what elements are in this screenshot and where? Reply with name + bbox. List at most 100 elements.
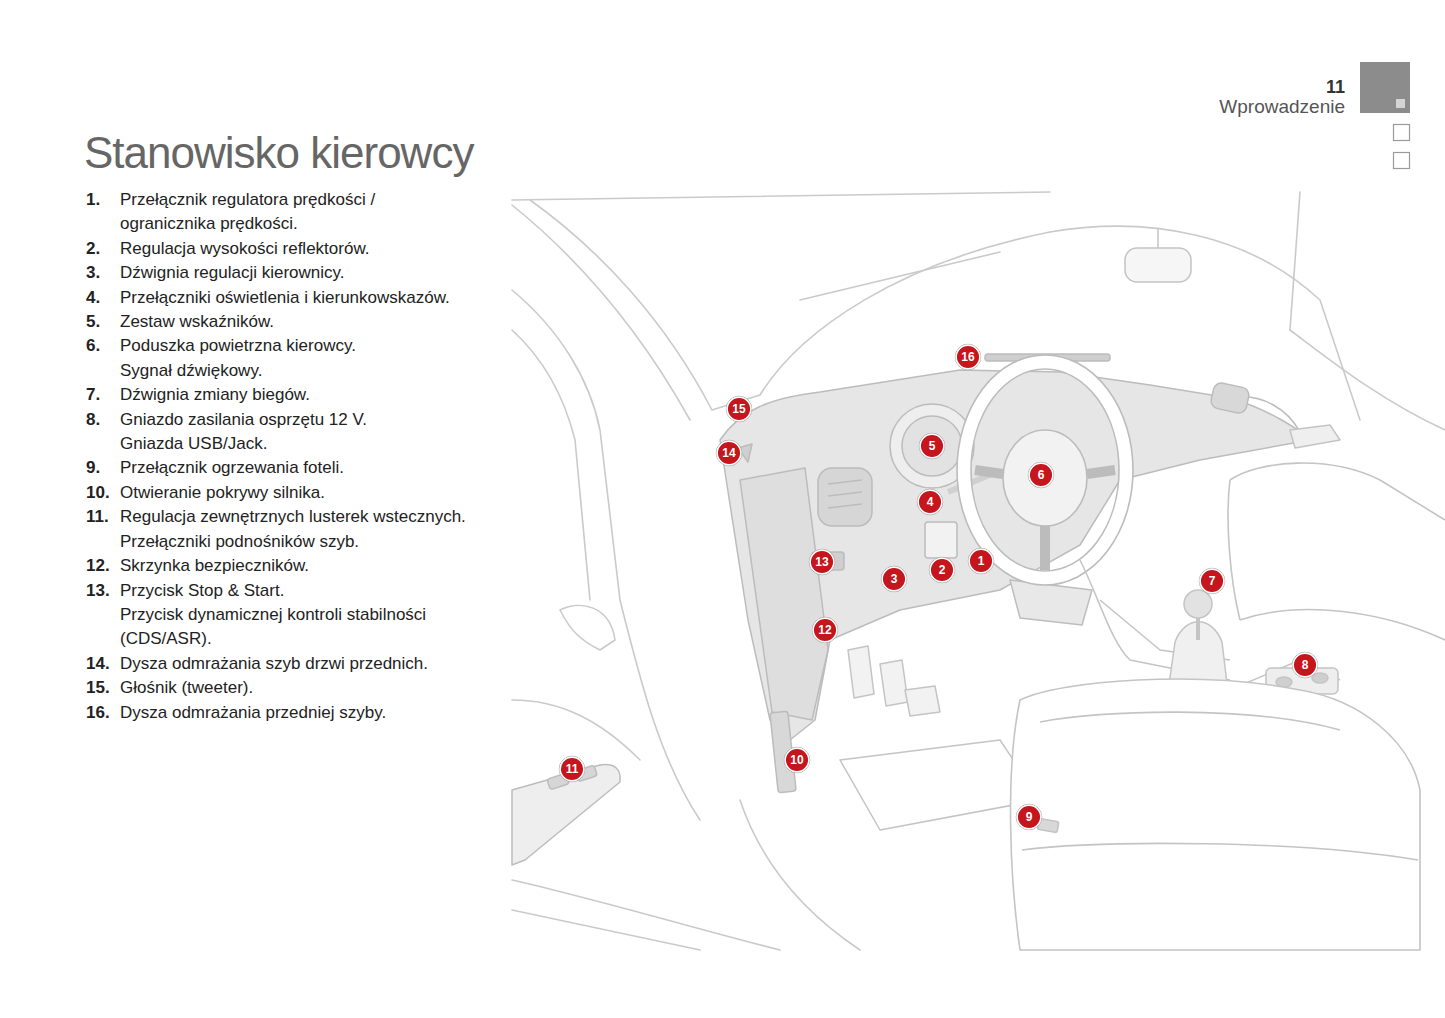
centre-console <box>1196 616 1200 640</box>
pedals-and-floor <box>905 686 940 716</box>
page-number: 11 <box>1326 77 1345 98</box>
body-frame <box>512 330 590 600</box>
page-title: Stanowisko kierowcy <box>84 128 473 178</box>
callout-number: 4 <box>917 489 943 515</box>
item-body: Przełącznik ogrzewania foteli. <box>120 456 470 480</box>
callout-ring <box>929 557 955 583</box>
centre-console <box>1184 590 1212 618</box>
callout-label: 8 <box>1292 652 1318 678</box>
list-item: 6.Poduszka powietrzna kierowcy.Sygnał dź… <box>86 334 476 383</box>
item-body: Skrzynka bezpieczników. <box>120 554 470 578</box>
body-frame <box>530 200 712 410</box>
callout-ring <box>812 617 838 643</box>
callout-label: 13 <box>809 549 835 575</box>
body-frame <box>1290 330 1445 430</box>
body-frame <box>800 252 1000 300</box>
list-item: 4.Przełączniki oświetlenia i kierunkowsk… <box>86 286 476 310</box>
centre-console <box>1312 673 1328 683</box>
callout-ring <box>559 756 585 782</box>
item-number: 15. <box>86 676 120 700</box>
callout-ring <box>955 344 981 370</box>
item-description: Głośnik (tweeter). <box>120 676 470 700</box>
section-tab <box>1394 153 1410 169</box>
section-tab <box>1360 62 1410 113</box>
callout-ring <box>726 396 752 422</box>
body-frame <box>740 800 860 950</box>
callout-number: 1 <box>968 548 994 574</box>
seats <box>1011 463 1445 950</box>
section-name: Wprowadzenie <box>1219 96 1345 118</box>
section-tab <box>1396 99 1405 108</box>
callout-label: 3 <box>881 566 907 592</box>
callout-ring <box>1028 462 1054 488</box>
callout-ring <box>1199 568 1225 594</box>
callout-label: 4 <box>917 489 943 515</box>
item-description: Sygnał dźwiękowy. <box>120 359 470 383</box>
item-number: 14. <box>86 652 120 676</box>
callout-label: 16 <box>955 344 981 370</box>
item-description: Dysza odmrażania szyb drzwi przednich. <box>120 652 470 676</box>
item-body: Dźwignia regulacji kierownicy. <box>120 261 470 285</box>
item-number: 12. <box>86 554 120 578</box>
callout-label: 9 <box>1016 804 1042 830</box>
list-item: 14.Dysza odmrażania szyb drzwi przednich… <box>86 652 476 676</box>
item-number: 7. <box>86 383 120 407</box>
steering-wheel <box>971 369 1119 571</box>
item-body: Dźwignia zmiany biegów. <box>120 383 470 407</box>
section-tab <box>1360 62 1410 169</box>
list-item: 10.Otwieranie pokrywy silnika. <box>86 481 476 505</box>
callout-ring <box>968 548 994 574</box>
body-frame <box>512 205 690 420</box>
item-number: 6. <box>86 334 120 358</box>
body-frame <box>560 605 615 650</box>
body-frame <box>512 880 780 950</box>
item-body: Przycisk Stop & Start.Przycisk dynamiczn… <box>120 579 470 652</box>
callout-number: 9 <box>1016 804 1042 830</box>
list-item: 13.Przycisk Stop & Start.Przycisk dynami… <box>86 579 476 652</box>
cabin-details <box>1125 248 1191 282</box>
callout-ring <box>919 433 945 459</box>
item-body: Regulacja wysokości reflektorów. <box>120 237 470 261</box>
item-description: Gniazdo zasilania osprzętu 12 V. <box>120 408 470 432</box>
callout-number: 11 <box>559 756 585 782</box>
item-body: Dysza odmrażania szyb drzwi przednich. <box>120 652 470 676</box>
callout-label: 14 <box>716 440 742 466</box>
item-description: Przełączniki podnośników szyb. <box>120 530 470 554</box>
item-body: Dysza odmrażania przedniej szyby. <box>120 701 470 725</box>
seats <box>1240 610 1445 640</box>
item-description: Poduszka powietrzna kierowcy. <box>120 334 470 358</box>
callout-ring <box>784 747 810 773</box>
list-item: 3.Dźwignia regulacji kierownicy. <box>86 261 476 285</box>
body-frame <box>512 910 700 950</box>
seats <box>1228 480 1240 620</box>
item-description: Gniazda USB/Jack. <box>120 432 470 456</box>
list-item: 12.Skrzynka bezpieczników. <box>86 554 476 578</box>
callout-ring <box>809 549 835 575</box>
body-frame <box>512 700 640 760</box>
item-description: Przełącznik regulatora prędkości / ogran… <box>120 188 470 237</box>
item-description: Przełączniki oświetlenia i kierunkowskaz… <box>120 286 470 310</box>
section-tab <box>1394 125 1410 141</box>
cabin-details <box>1125 228 1340 448</box>
item-description: Przycisk dynamicznej kontroli stabilnośc… <box>120 603 470 652</box>
callout-ring <box>917 489 943 515</box>
item-number: 13. <box>86 579 120 603</box>
pedals-and-floor <box>848 646 874 698</box>
list-item: 16.Dysza odmrażania przedniej szyby. <box>86 701 476 725</box>
callout-label: 5 <box>919 433 945 459</box>
callout-ring <box>716 440 742 466</box>
item-description: Dźwignia regulacji kierownicy. <box>120 261 470 285</box>
callout-number: 16 <box>955 344 981 370</box>
body-frame <box>512 192 1050 200</box>
item-description: Przełącznik ogrzewania foteli. <box>120 456 470 480</box>
item-number: 16. <box>86 701 120 725</box>
item-description: Dźwignia zmiany biegów. <box>120 383 470 407</box>
steering-wheel <box>964 362 1126 578</box>
steering-wheel <box>957 355 1133 625</box>
item-number: 1. <box>86 188 120 212</box>
item-number: 2. <box>86 237 120 261</box>
dashboard <box>740 468 828 720</box>
item-description: Regulacja wysokości reflektorów. <box>120 237 470 261</box>
item-description: Przycisk Stop & Start. <box>120 579 470 603</box>
